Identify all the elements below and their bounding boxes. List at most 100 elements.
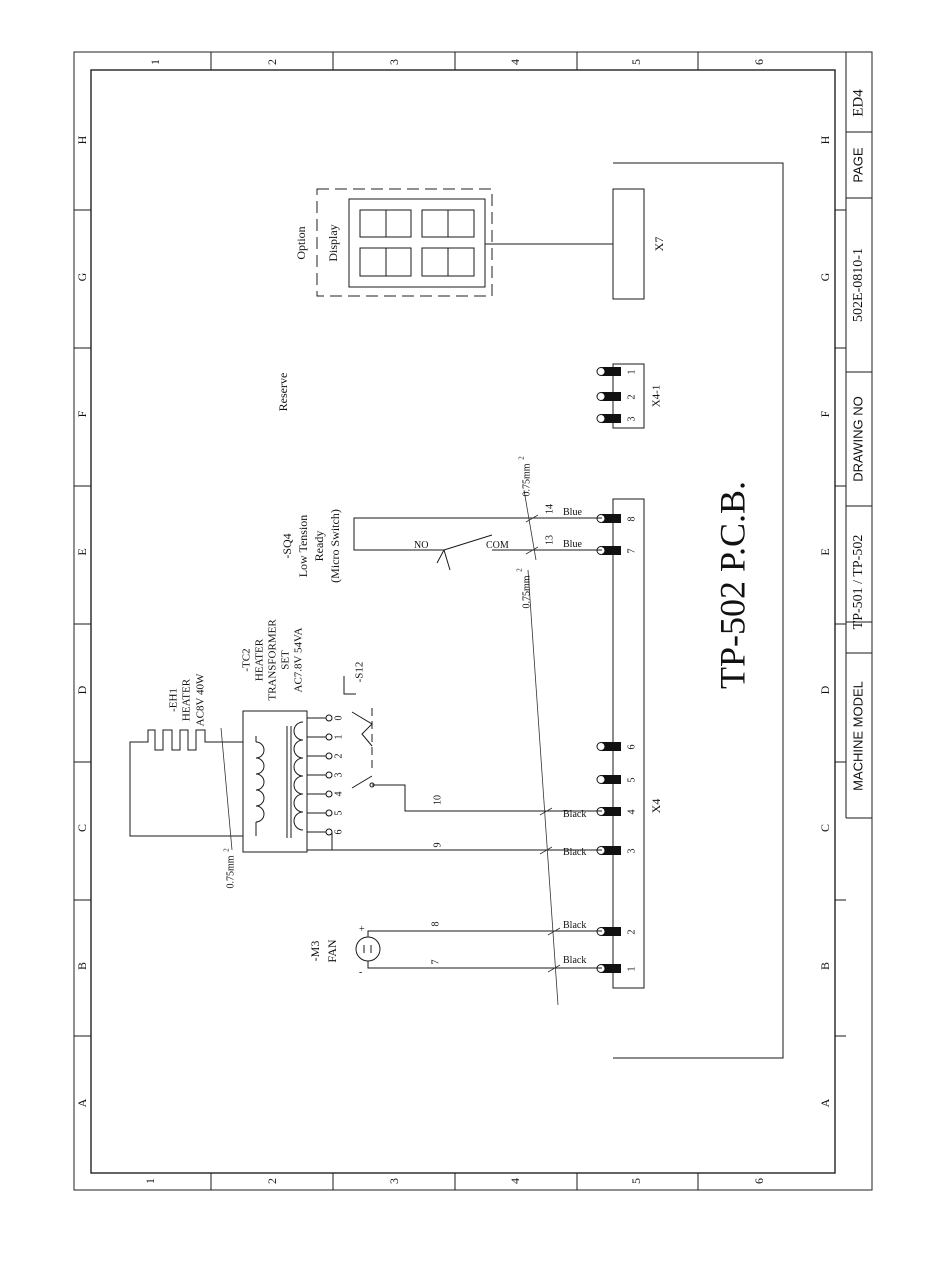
gauge-sup-2: 2 <box>518 456 526 460</box>
row-label-c-left: C <box>75 824 89 832</box>
x4-pin-label-4: 4 <box>626 810 637 815</box>
tc2-line3: SET <box>280 650 292 670</box>
col-label-4-top: 4 <box>508 59 522 65</box>
wire-gauges: 0.75mm 2 0.75mm 2 0.75mm 2 <box>223 456 533 889</box>
wire-color-blue-14: Blue <box>563 507 582 518</box>
machine-model-label: MACHINE MODEL <box>850 681 865 791</box>
col-label-2-bottom: 2 <box>265 1178 279 1184</box>
gauge-label-1: 0.75mm <box>225 855 236 888</box>
page-value: ED4 <box>850 89 866 117</box>
column-dividers <box>74 52 846 1190</box>
tap-6: 6 <box>333 830 344 835</box>
title-block: ED4 PAGE 502E-0810-1 DRAWING NO TP-501 /… <box>846 89 872 819</box>
x4-1-pins: 1 2 3 <box>596 367 637 423</box>
s12-tag: -S12 <box>354 662 366 683</box>
heater-eh1-symbol <box>129 729 243 837</box>
gauge-sup-3: 2 <box>516 568 524 572</box>
connector-x4-label: X4 <box>649 799 663 814</box>
tc2-line1: HEATER <box>254 638 266 681</box>
option-label: Option <box>294 226 308 259</box>
col-label-1-bottom: 1 <box>143 1178 157 1184</box>
x4-pin-6 <box>596 742 621 751</box>
col-label-5-top: 5 <box>629 59 643 65</box>
row-label-g-right: G <box>818 272 832 281</box>
tap-0: 0 <box>333 716 344 721</box>
x4-1-pin-3 <box>596 414 621 423</box>
switch-sq4-labels: -SQ4 Low Tension Ready (Micro Switch) <box>280 509 342 583</box>
gauge-label-3: 0.75mm <box>521 575 532 608</box>
sq4-line1: Low Tension <box>296 515 310 578</box>
fan-m3-symbol: + - <box>355 924 602 978</box>
m3-line1: FAN <box>325 939 339 962</box>
row-label-g-left: G <box>75 272 89 281</box>
m3-tag: -M3 <box>308 941 322 962</box>
x4-pin-label-6: 6 <box>626 745 637 750</box>
row-label-a-left: A <box>75 1098 89 1107</box>
display-label: Display <box>326 224 340 261</box>
option-display-dashed-box <box>316 188 493 297</box>
connector-x7-label: X7 <box>652 237 666 252</box>
wire-color-blue-13: Blue <box>563 539 582 550</box>
col-label-2-top: 2 <box>265 59 279 65</box>
tap-3: 3 <box>333 773 344 778</box>
sq4-line3: (Micro Switch) <box>328 509 342 583</box>
inner-frame <box>90 69 836 1174</box>
wire-num-7: 7 <box>430 960 441 965</box>
x4-pin-label-7: 7 <box>626 549 637 554</box>
wire-color-black-2: Black <box>563 920 586 931</box>
connector-x4-1-label: X4-1 <box>651 385 663 408</box>
sq4-tag: -SQ4 <box>280 533 294 558</box>
row-label-e-right: E <box>818 548 832 555</box>
selector-s12-symbol <box>343 676 602 812</box>
tc2-tag: -TC2 <box>241 648 253 671</box>
fan-plus: + <box>359 924 365 935</box>
fan-m3-labels: -M3 FAN <box>308 939 339 962</box>
option-display-module <box>348 198 486 288</box>
wire-colors: Blue Blue Black Black Black Black <box>563 507 586 966</box>
wire-num-8: 8 <box>430 922 441 927</box>
row-label-d-right: D <box>818 685 832 694</box>
x4-1-pin-label-1: 1 <box>626 370 637 375</box>
heater-eh1-labels: -EH1 HEATER AC8V 40W <box>168 673 207 726</box>
gauge-slash-1 <box>220 727 233 851</box>
row-label-b-left: B <box>75 962 89 970</box>
eh1-line2: AC8V 40W <box>195 673 207 726</box>
page-label: PAGE <box>850 147 865 182</box>
gauge-slash-2 <box>523 489 537 561</box>
col-label-1-top: 1 <box>148 59 162 65</box>
eh1-tag: -EH1 <box>168 688 180 712</box>
col-label-6-top: 6 <box>752 59 766 65</box>
outer-frame <box>73 51 873 1191</box>
tc2-tap-labels: 0 1 2 3 4 5 6 <box>333 716 344 835</box>
x4-1-pin-label-2: 2 <box>626 395 637 400</box>
x4-1-pin-1 <box>596 367 621 376</box>
gauge-sup-1: 2 <box>223 848 231 852</box>
row-label-d-left: D <box>75 685 89 694</box>
switch-sq4-symbol: NO COM <box>353 517 602 571</box>
x4-pin-label-2: 2 <box>626 930 637 935</box>
sq4-com-label: COM <box>486 540 509 551</box>
connector-x7 <box>612 188 645 300</box>
reserve-label: Reserve <box>276 373 290 412</box>
x4-pin-label-5: 5 <box>626 778 637 783</box>
eh1-line1: HEATER <box>181 678 193 721</box>
row-label-a-right: A <box>818 1098 832 1107</box>
wire-numbers: 7 8 9 10 13 14 <box>430 504 555 965</box>
display-digits <box>359 209 475 277</box>
wire-num-13: 13 <box>544 535 555 545</box>
gauge-slash-3 <box>527 569 559 1006</box>
x4-1-pin-2 <box>596 392 621 401</box>
transformer-tc2-symbol <box>242 710 333 853</box>
tap-1: 1 <box>333 735 344 740</box>
sq4-line2: Ready <box>312 531 326 562</box>
x4-pin-label-3: 3 <box>626 849 637 854</box>
row-label-b-right: B <box>818 962 832 970</box>
wire-num-9: 9 <box>432 843 443 848</box>
transformer-tc2-labels: -TC2 HEATER TRANSFORMER SET AC7.8V 54VA <box>241 619 305 701</box>
x4-pin-label-8: 8 <box>626 517 637 522</box>
x4-pin-label-1: 1 <box>626 967 637 972</box>
x4-pins: 8 7 6 5 4 3 2 1 <box>596 514 637 973</box>
row-label-h-right: H <box>818 135 832 144</box>
tc2-line2: TRANSFORMER <box>267 619 279 701</box>
machine-model-value: TP-501 / TP-502 <box>851 535 866 630</box>
